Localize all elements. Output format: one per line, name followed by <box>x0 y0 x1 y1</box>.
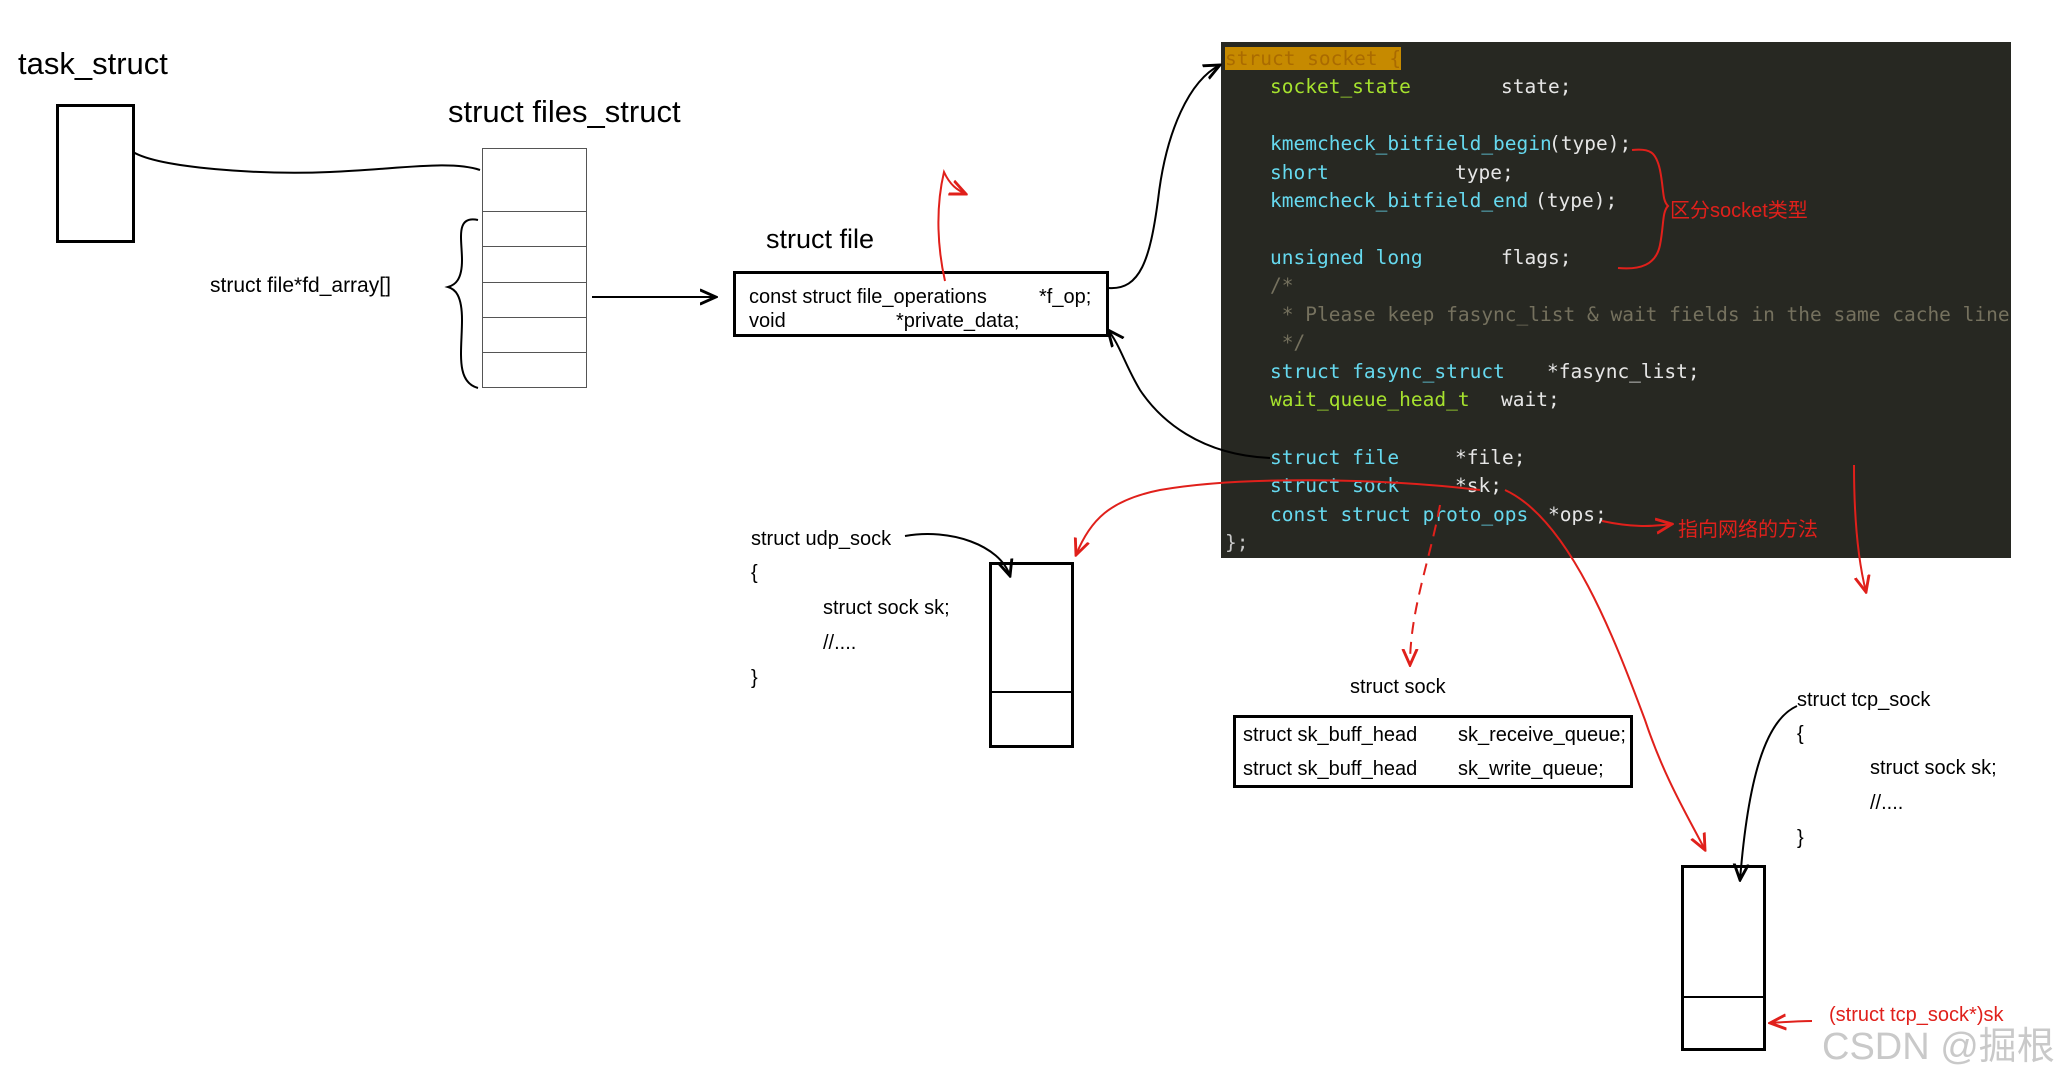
code-comment: * Please keep fasync_list & wait fields … <box>1270 303 2010 326</box>
arrow-f-op-up <box>937 168 966 282</box>
code-line-type: struct file <box>1270 446 1400 469</box>
code-line-name: *fasync_list; <box>1547 360 1700 383</box>
fd-array-slot <box>483 282 586 283</box>
udp-sock-open-brace: { <box>751 562 758 584</box>
code-comment: /* <box>1270 274 1294 297</box>
annotation-socket-type: 区分socket类型 <box>1670 200 1808 222</box>
sock-box: struct sk_buff_head sk_receive_queue; st… <box>1233 715 1633 788</box>
link-sk-to-sock <box>1410 504 1441 665</box>
sock-row-type: struct sk_buff_head <box>1243 758 1418 780</box>
file-field-type-2: void <box>749 310 786 332</box>
arrow-right-down <box>1853 464 1866 592</box>
tcp-sock-close-brace: } <box>1797 827 1804 849</box>
udp-sock-box-divider <box>992 691 1071 693</box>
fd-array-brace <box>444 218 479 389</box>
tcp-sock-box-divider <box>1684 996 1763 998</box>
code-line-name: (type); <box>1535 189 1618 212</box>
fd-array-slot <box>483 211 586 212</box>
code-line-type: unsigned long <box>1270 246 1423 269</box>
file-field-type-1: const struct file_operations <box>749 286 987 308</box>
watermark: CSDN @掘根 <box>1822 1026 2055 1068</box>
file-field-name-1: *f_op; <box>1039 286 1092 308</box>
sock-row-name: sk_write_queue; <box>1458 758 1604 780</box>
code-line-name: *sk; <box>1455 474 1502 497</box>
brace-socket-type <box>1617 148 1670 270</box>
link-sk-to-udp <box>1076 479 1481 555</box>
code-line-type: wait_queue_head_t <box>1270 388 1470 411</box>
sock-row-type: struct sk_buff_head <box>1243 724 1418 746</box>
socket-code-panel: struct socket { socket_state state; kmem… <box>1221 42 2011 558</box>
link-task-to-files <box>132 151 481 174</box>
code-comment: */ <box>1270 331 1306 354</box>
link-udp-title-to-box <box>904 533 1010 576</box>
fd-array-slot <box>483 352 586 353</box>
task-struct-title: task_struct <box>18 46 168 81</box>
code-line-name: state; <box>1501 75 1572 98</box>
udp-sock-close-brace: } <box>751 667 758 689</box>
tcp-sock-open-brace: { <box>1797 723 1804 745</box>
fd-array-slot <box>483 246 586 247</box>
arrow-tcp-cast <box>1770 1021 1813 1023</box>
udp-sock-box <box>989 562 1074 748</box>
link-tcp-title-to-box <box>1740 705 1798 880</box>
code-line-name: flags; <box>1501 246 1572 269</box>
annotation-network-methods: 指向网络的方法 <box>1678 519 1818 541</box>
tcp-sock-comment: //.... <box>1870 792 1904 814</box>
sock-row-name: sk_receive_queue; <box>1458 724 1626 746</box>
file-struct-title: struct file <box>766 224 875 254</box>
link-file-to-socket <box>1108 65 1220 290</box>
code-line-name: type; <box>1455 161 1514 184</box>
tcp-sock-field: struct sock sk; <box>1870 757 1997 779</box>
link-ops-to-methods <box>1601 521 1672 526</box>
code-line-name: wait; <box>1501 388 1560 411</box>
file-field-name-2: *private_data; <box>896 310 1020 332</box>
code-line-name: (type); <box>1549 132 1632 155</box>
code-line-name: *file; <box>1455 446 1526 469</box>
fd-array-slot <box>483 317 586 318</box>
udp-sock-field: struct sock sk; <box>823 597 950 619</box>
code-line-type: struct fasync_struct <box>1270 360 1505 383</box>
file-struct-box: const struct file_operations *f_op; void… <box>733 271 1109 337</box>
code-line-type: socket_state <box>1270 75 1411 98</box>
code-line-type: kmemcheck_bitfield_begin <box>1270 132 1552 155</box>
tcp-sock-title: struct tcp_sock <box>1797 689 1931 711</box>
link-socket-file-to-file <box>1108 330 1271 459</box>
link-sk-to-tcp <box>1504 489 1705 850</box>
code-line-name: *ops; <box>1548 503 1607 526</box>
udp-sock-title: struct udp_sock <box>751 528 892 550</box>
socket-code-header: struct socket { <box>1225 47 1402 70</box>
udp-sock-comment: //.... <box>823 632 857 654</box>
code-line-type: const struct proto_ops <box>1270 503 1529 526</box>
code-line-type: kmemcheck_bitfield_end <box>1270 189 1529 212</box>
tcp-sock-box <box>1681 865 1766 1051</box>
socket-code-footer: }; <box>1225 531 1249 554</box>
sock-title: struct sock <box>1350 676 1446 698</box>
annotation-tcp-cast: (struct tcp_sock*)sk <box>1829 1004 2004 1026</box>
files-struct-title: struct files_struct <box>448 94 681 129</box>
fd-array-label: struct file*fd_array[] <box>210 274 391 297</box>
fd-array-box <box>482 148 587 388</box>
code-line-type: short <box>1270 161 1329 184</box>
task-struct-box <box>56 104 135 243</box>
